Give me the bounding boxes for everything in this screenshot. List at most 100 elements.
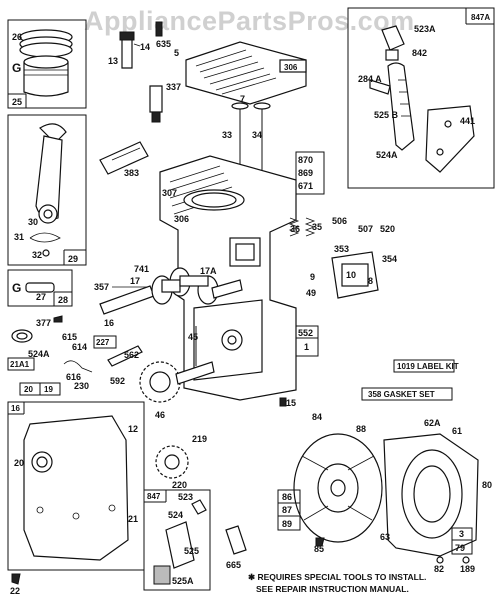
callout-29: 29	[68, 254, 78, 264]
callout-189: 189	[460, 564, 475, 574]
callout-35: 35	[312, 222, 322, 232]
callout-61: 61	[452, 426, 462, 436]
tool-sleeve	[165, 521, 195, 569]
callout-32: 32	[32, 250, 42, 260]
callout-13: 13	[108, 56, 118, 66]
callout-21: 21	[128, 514, 138, 524]
callout-337: 337	[166, 82, 181, 92]
connecting-rod-box	[7, 114, 87, 266]
callout-16b: 16	[11, 404, 20, 413]
callout-377: 377	[36, 318, 51, 328]
callout-562: 562	[124, 350, 139, 360]
callout-665: 665	[226, 560, 241, 570]
callout-20: 20	[24, 385, 33, 394]
callout-79: 79	[455, 543, 465, 553]
callout-227: 227	[96, 338, 110, 347]
breather-group-box	[347, 7, 495, 189]
callout-7: 7	[240, 94, 245, 104]
callout-525a: 525A	[172, 576, 194, 586]
callout-3: 3	[459, 529, 464, 539]
callout-14: 14	[140, 42, 150, 52]
callout-5: 5	[174, 48, 179, 58]
callout-8: 8	[368, 276, 373, 286]
callout-525: 525	[184, 546, 199, 556]
special-tools-note: ✱ REQUIRES SPECIAL TOOLS TO INSTALL.	[248, 572, 426, 582]
piston-group-box	[7, 19, 87, 109]
callout-869: 869	[298, 168, 313, 178]
callout-31: 31	[14, 232, 24, 242]
head-bolt	[121, 37, 133, 69]
callout-22: 22	[10, 586, 20, 596]
callout-16: 16	[104, 318, 114, 328]
callout-27: 27	[36, 292, 46, 302]
crankcase-cover	[23, 415, 129, 561]
piston-pin-box	[7, 269, 73, 307]
callout-34: 34	[252, 130, 262, 140]
callout-49: 49	[306, 288, 316, 298]
callout-1: 1	[304, 342, 309, 352]
callout-741: 741	[134, 264, 149, 274]
callout-592: 592	[110, 376, 125, 386]
callout-86: 86	[282, 492, 292, 502]
tool-kit-box	[143, 489, 211, 591]
tool-head	[381, 25, 405, 51]
callout-616: 616	[66, 372, 81, 382]
callout-28: 28	[58, 295, 68, 305]
callout-523: 523	[178, 492, 193, 502]
repair-manual-note: SEE REPAIR INSTRUCTION MANUAL.	[256, 584, 409, 594]
breather-tube	[387, 62, 415, 151]
callout-20b: 20	[14, 458, 24, 468]
callout-9: 9	[310, 272, 315, 282]
callout-506: 506	[332, 216, 347, 226]
callout-12: 12	[128, 424, 138, 434]
callout-26: 26	[12, 32, 22, 42]
callout-17a: 17A	[200, 266, 217, 276]
callout-615: 615	[62, 332, 77, 342]
callout-306b: 306	[174, 214, 189, 224]
crankcase-cover-box	[7, 401, 145, 571]
callout-15: 15	[286, 398, 296, 408]
callout-219: 219	[192, 434, 207, 444]
callout-552: 552	[298, 328, 313, 338]
callout-80: 80	[482, 480, 492, 490]
callout-383: 383	[124, 168, 139, 178]
callout-671: 671	[298, 181, 313, 191]
gasket-set-box	[361, 387, 453, 401]
callout-524a-mid: 524A	[28, 349, 50, 359]
callout-353: 353	[334, 244, 349, 254]
watermark-text: AppliancePartsPros.com	[84, 6, 415, 36]
callout-89: 89	[282, 519, 292, 529]
callout-441: 441	[460, 116, 475, 126]
callout-847: 847	[147, 492, 161, 501]
callout-46: 46	[155, 410, 165, 420]
callout-230: 230	[74, 381, 89, 391]
callout-21a1: 21A1	[10, 360, 30, 369]
callout-30: 30	[28, 217, 38, 227]
rod-cap	[39, 123, 67, 141]
callout-62a: 62A	[424, 418, 441, 428]
piston-ring	[19, 42, 73, 58]
piston-pin	[25, 282, 55, 293]
g-mark: G	[12, 61, 21, 75]
callout-354: 354	[382, 254, 397, 264]
callout-525b: 525 B	[374, 110, 399, 120]
spark-plug	[149, 85, 163, 113]
callout-63: 63	[380, 532, 390, 542]
label-kit-box	[393, 359, 455, 373]
callout-45: 45	[188, 332, 198, 342]
callout-524a-top: 524A	[376, 150, 398, 160]
callout-1019-label-kit: 1019 LABEL KIT	[397, 362, 459, 371]
callout-357: 357	[94, 282, 109, 292]
callout-82: 82	[434, 564, 444, 574]
callout-520: 520	[380, 224, 395, 234]
callout-524: 524	[168, 510, 183, 520]
callout-358-gasket-set: 358 GASKET SET	[368, 390, 435, 399]
callout-88: 88	[356, 424, 366, 434]
callout-284a: 284 A	[358, 74, 382, 84]
callout-307: 307	[162, 188, 177, 198]
callout-87: 87	[282, 505, 292, 515]
callout-17: 17	[130, 276, 140, 286]
callout-523a: 523A	[414, 24, 436, 34]
bracket	[425, 105, 475, 173]
